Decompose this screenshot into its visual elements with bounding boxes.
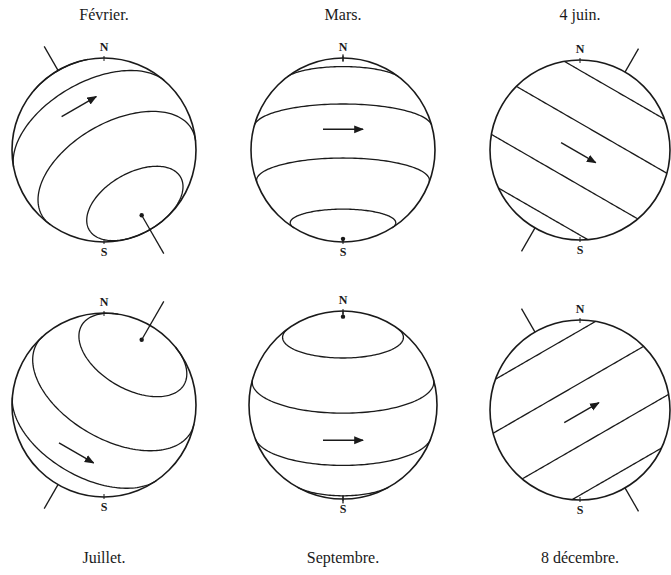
north-tick <box>104 311 105 316</box>
month-title: Septembre. <box>305 549 381 567</box>
pole-letter: S <box>99 246 110 259</box>
north-tick <box>343 309 344 314</box>
rotation-axis <box>142 215 164 253</box>
latitude-band <box>79 313 187 396</box>
latitude-band <box>13 70 164 167</box>
month-title: Mars. <box>323 6 364 24</box>
latitude-band <box>493 346 644 433</box>
latitude-band <box>257 158 430 182</box>
latitude-band <box>572 448 661 500</box>
month-title: 4 juin. <box>558 6 603 24</box>
rotation-arrow <box>59 443 94 463</box>
latitude-band <box>516 86 667 173</box>
latitude-band <box>283 329 404 358</box>
rotation-axis <box>522 309 536 332</box>
globe-outline <box>251 58 435 242</box>
globe <box>12 46 196 253</box>
south-tick <box>343 239 344 244</box>
latitude-band <box>495 321 595 379</box>
month-title: Juillet. <box>80 549 127 567</box>
latitude-band <box>12 398 156 489</box>
latitude-band <box>498 188 587 240</box>
pole-letter: S <box>338 246 349 259</box>
pole-letter: N <box>574 43 587 56</box>
globe <box>12 301 196 508</box>
rotation-arrow <box>561 143 596 163</box>
rotation-axis <box>142 301 164 339</box>
south-tick <box>580 237 581 242</box>
pole-letter: S <box>575 504 586 517</box>
rotation-axis <box>625 49 639 72</box>
globe <box>490 49 670 252</box>
pole-letter: N <box>98 41 111 54</box>
latitude-band <box>255 104 432 125</box>
rotation-arrow <box>323 129 363 130</box>
rotation-axis <box>44 46 58 70</box>
pole-letter: S <box>575 244 586 257</box>
north-tick <box>580 318 581 323</box>
south-tick <box>104 494 105 499</box>
pole-letter: N <box>337 294 350 307</box>
latitude-band <box>33 337 194 451</box>
pole-letter: N <box>574 303 587 316</box>
globe <box>490 309 670 512</box>
rotation-axis <box>522 228 536 251</box>
rotation-axis <box>44 485 58 509</box>
pole-letter: S <box>338 503 349 516</box>
month-title: Février. <box>77 6 130 24</box>
north-tick <box>104 56 105 61</box>
month-title: 8 décembre. <box>539 549 621 567</box>
latitude-band <box>87 166 183 240</box>
globe <box>251 52 435 244</box>
latitude-band <box>256 439 431 465</box>
latitude-band <box>38 111 196 224</box>
latitude-band <box>290 209 396 228</box>
latitude-band <box>287 67 398 77</box>
north-tick <box>343 56 344 61</box>
north-tick <box>580 58 581 63</box>
south-tick <box>343 496 344 501</box>
latitude-band <box>34 59 88 90</box>
pole-letter: N <box>98 296 111 309</box>
south-tick <box>104 239 105 244</box>
latitude-band <box>297 487 388 496</box>
latitude-band <box>252 380 434 413</box>
globe-outline <box>12 58 196 242</box>
south-tick <box>580 497 581 502</box>
latitude-band <box>564 61 664 119</box>
rotation-axis <box>625 488 639 511</box>
rotation-arrow <box>323 440 363 441</box>
latitude-band <box>491 134 637 219</box>
globe-outline <box>490 320 670 500</box>
globe-outline <box>490 60 670 240</box>
pole-letter: S <box>99 501 110 514</box>
rotation-arrow <box>62 97 97 117</box>
rotation-arrow <box>564 403 599 423</box>
latitude-band <box>522 394 668 479</box>
pole-letter: N <box>337 41 350 54</box>
globe-outline <box>12 313 196 497</box>
globe-outline <box>249 311 437 499</box>
globe <box>249 309 437 505</box>
